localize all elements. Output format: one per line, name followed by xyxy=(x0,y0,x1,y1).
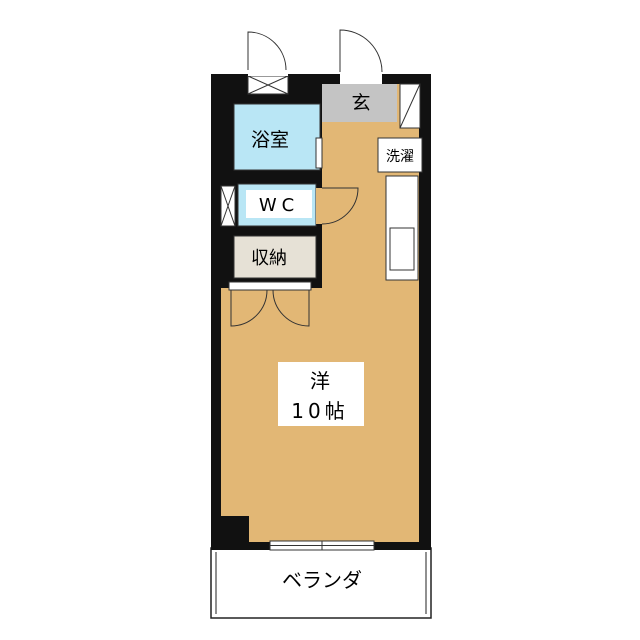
storage-floor xyxy=(233,235,317,279)
entrance-door-swing xyxy=(339,29,383,73)
pipe-shaft-cross xyxy=(220,185,236,227)
western-room-name: 洋 xyxy=(310,369,330,393)
toilet-label-box xyxy=(246,190,312,218)
meter-box-cross xyxy=(247,75,289,95)
meter-door-swing xyxy=(247,31,287,71)
bathroom-door xyxy=(315,137,323,169)
toilet-label: WC xyxy=(259,195,299,216)
western-room-size: 10帖 xyxy=(291,399,348,423)
entrance-door-opening xyxy=(340,70,382,84)
kitchen-sink xyxy=(389,227,415,271)
laundry-label: 洗濯 xyxy=(386,149,414,165)
storage-door-opening xyxy=(228,281,312,291)
entrance-label: 玄 xyxy=(351,92,370,114)
western-room-label-box xyxy=(278,362,364,426)
storage-door-swing-left xyxy=(230,289,268,327)
bathroom-label: 浴室 xyxy=(251,129,289,151)
storage-door-swing-right xyxy=(272,289,310,327)
toilet-door-gap xyxy=(316,188,324,224)
laundry-space xyxy=(377,137,423,173)
floor-step xyxy=(322,120,418,130)
toilet-door-swing xyxy=(321,187,359,225)
balcony-label: ベランダ xyxy=(282,568,362,592)
meter-door-opening xyxy=(248,70,288,76)
pillar xyxy=(221,516,249,546)
bathroom-floor xyxy=(233,103,321,171)
shoe-cabinet-diagonal xyxy=(399,83,421,129)
storage-label: 収納 xyxy=(251,248,287,269)
balcony-area xyxy=(210,547,432,619)
